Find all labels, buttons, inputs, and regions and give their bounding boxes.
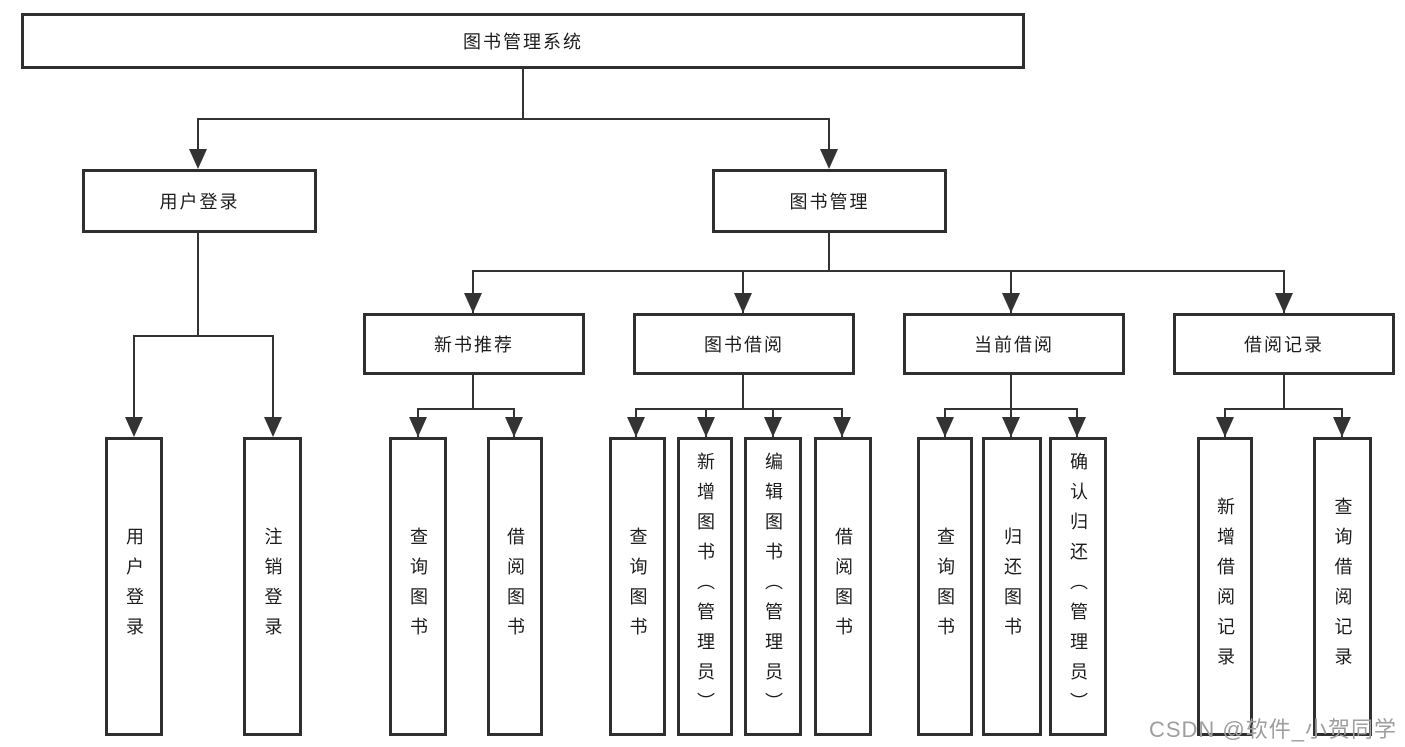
- node-current-borrow: 当前借阅: [903, 313, 1125, 375]
- node-new-book-recommend: 新书推荐: [363, 313, 585, 375]
- connector-g2-branch: [635, 408, 843, 410]
- leaf-g3-return-book: 归还图书: [982, 437, 1042, 736]
- arrow-down-icon: [936, 417, 954, 437]
- arrow-down-icon: [833, 417, 851, 437]
- connector-mgmt-to-g4: [1283, 270, 1285, 313]
- arrow-down-icon: [820, 149, 838, 169]
- leaf-g3-confirm-return-admin: 确认归还（管理员）: [1049, 437, 1107, 736]
- leaf-g3-return-book-label: 归还图书: [1002, 526, 1022, 647]
- leaf-g2-borrow-book-label: 借阅图书: [833, 526, 853, 647]
- node-root: 图书管理系统: [21, 13, 1025, 69]
- arrow-down-icon: [734, 293, 752, 313]
- leaf-user-login: 用户登录: [105, 437, 163, 736]
- connector-login-to-leaf1: [133, 335, 135, 435]
- connector-root-stub: [522, 69, 524, 119]
- connector-mgmt-to-g1: [472, 270, 474, 313]
- connector-g1-stub: [472, 375, 474, 410]
- node-new-book-recommend-label: 新书推荐: [434, 335, 514, 355]
- leaf-logout-label: 注销登录: [262, 526, 283, 647]
- connector-g1-branch: [417, 408, 515, 410]
- connector-login-to-leaf2: [272, 335, 274, 435]
- leaf-g3-query-book: 查询图书: [917, 437, 973, 736]
- connector-mgmt-to-g3: [1010, 270, 1012, 313]
- arrow-down-icon: [264, 417, 282, 437]
- arrow-down-icon: [125, 417, 143, 437]
- node-book-management: 图书管理: [712, 169, 947, 233]
- node-user-login-label: 用户登录: [159, 192, 240, 212]
- node-user-login: 用户登录: [82, 169, 317, 233]
- connector-mgmt-stub: [828, 233, 830, 272]
- arrow-down-icon: [627, 417, 645, 437]
- arrow-down-icon: [1068, 417, 1086, 437]
- arrow-down-icon: [1216, 417, 1234, 437]
- leaf-g1-query-book-label: 查询图书: [408, 526, 428, 647]
- leaf-g2-query-book-label: 查询图书: [627, 526, 648, 647]
- arrow-down-icon: [409, 417, 427, 437]
- arrow-down-icon: [764, 417, 782, 437]
- node-book-borrow-label: 图书借阅: [704, 335, 784, 355]
- arrow-down-icon: [1002, 293, 1020, 313]
- leaf-g4-add-borrow-record: 新增借阅记录: [1197, 437, 1253, 736]
- leaf-g1-borrow-book-label: 借阅图书: [505, 526, 525, 647]
- leaf-logout: 注销登录: [243, 437, 302, 736]
- connector-mgmt-to-g2: [742, 270, 744, 313]
- connector-g4-stub: [1283, 375, 1285, 410]
- node-book-borrow: 图书借阅: [633, 313, 855, 375]
- arrow-down-icon: [1333, 417, 1351, 437]
- arrow-down-icon: [697, 417, 715, 437]
- connector-login-branch: [133, 335, 274, 337]
- arrow-down-icon: [1275, 293, 1293, 313]
- leaf-user-login-label: 用户登录: [124, 526, 144, 647]
- connector-root-to-mgmt: [828, 118, 830, 163]
- leaf-g1-borrow-book: 借阅图书: [487, 437, 543, 736]
- leaf-g3-query-book-label: 查询图书: [935, 526, 955, 647]
- node-root-label: 图书管理系统: [463, 32, 583, 52]
- connector-root-to-login: [197, 118, 199, 163]
- leaf-g1-query-book: 查询图书: [389, 437, 447, 736]
- leaf-g2-add-book-admin: 新增图书（管理员）: [677, 437, 733, 736]
- arrow-down-icon: [189, 149, 207, 169]
- connector-root-branch: [197, 118, 830, 120]
- leaf-g2-query-book: 查询图书: [609, 437, 666, 736]
- csdn-watermark: CSDN @软件_小贺同学: [1148, 717, 1397, 742]
- leaf-g2-edit-book-admin: 编辑图书（管理员）: [744, 437, 802, 736]
- arrow-down-icon: [1002, 417, 1020, 437]
- leaf-g4-add-borrow-record-label: 新增借阅记录: [1215, 496, 1235, 677]
- connector-g2-stub: [742, 375, 744, 410]
- node-book-management-label: 图书管理: [789, 192, 870, 212]
- leaf-g4-query-borrow-record: 查询借阅记录: [1313, 437, 1372, 736]
- leaf-g3-confirm-return-admin-label: 确认归还（管理员）: [1068, 451, 1088, 722]
- leaf-g2-add-book-admin-label: 新增图书（管理员）: [695, 451, 715, 722]
- leaf-g2-borrow-book: 借阅图书: [814, 437, 872, 736]
- connector-g4-branch: [1224, 408, 1343, 410]
- arrow-down-icon: [505, 417, 523, 437]
- arrow-down-icon: [464, 293, 482, 313]
- node-borrow-records: 借阅记录: [1173, 313, 1395, 375]
- leaf-g2-edit-book-admin-label: 编辑图书（管理员）: [763, 451, 783, 722]
- leaf-g4-query-borrow-record-label: 查询借阅记录: [1332, 496, 1353, 677]
- node-current-borrow-label: 当前借阅: [974, 335, 1054, 355]
- node-borrow-records-label: 借阅记录: [1244, 335, 1324, 355]
- connector-login-stub: [197, 233, 199, 337]
- connector-g3-stub: [1010, 375, 1012, 410]
- connector-mgmt-branch: [472, 270, 1285, 272]
